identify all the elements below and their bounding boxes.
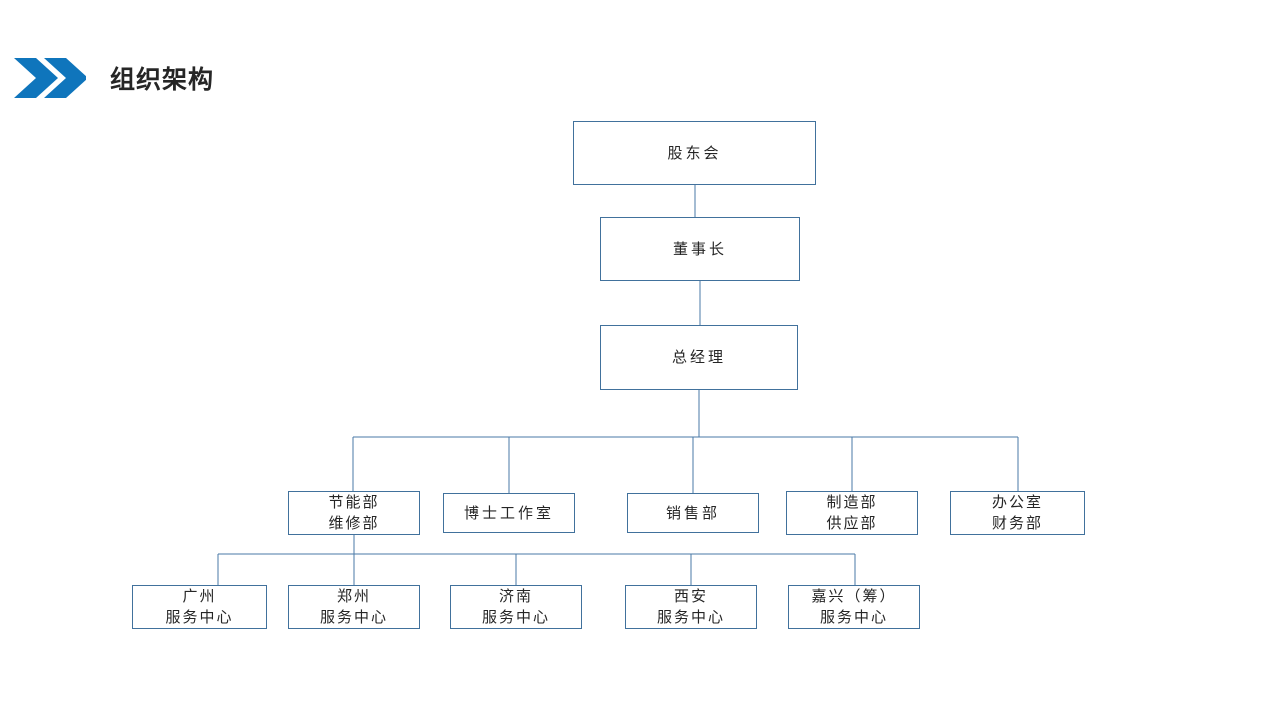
- node-service-center-zhengzhou[interactable]: 郑州 服务中心: [288, 585, 420, 629]
- node-label: 股东会: [667, 144, 722, 162]
- node-label-line1: 广州: [182, 588, 217, 605]
- node-label: 销售部: [665, 504, 720, 522]
- node-label-line2: 服务中心: [319, 609, 388, 626]
- node-label-line1: 办公室: [991, 494, 1043, 511]
- node-service-center-jiaxing[interactable]: 嘉兴（筹） 服务中心: [788, 585, 920, 629]
- node-label-line2: 财务部: [991, 515, 1043, 532]
- node-label-line1: 嘉兴（筹）: [811, 588, 897, 605]
- node-label: 董事长: [672, 240, 727, 258]
- page-title: 组织架构: [110, 66, 215, 94]
- node-service-center-guangzhou[interactable]: 广州 服务中心: [132, 585, 267, 629]
- node-energy-maintenance[interactable]: 节能部 维修部: [288, 491, 420, 535]
- double-chevron-right-icon: [14, 58, 86, 98]
- node-shareholders[interactable]: 股东会: [573, 121, 816, 185]
- node-service-center-jinan[interactable]: 济南 服务中心: [450, 585, 582, 629]
- node-general-manager[interactable]: 总经理: [600, 325, 798, 390]
- node-label-line1: 节能部: [328, 494, 380, 511]
- node-label: 博士工作室: [463, 504, 554, 522]
- node-label-line1: 西安: [673, 588, 708, 605]
- node-doctoral-studio[interactable]: 博士工作室: [443, 493, 575, 533]
- node-label: 总经理: [671, 349, 726, 366]
- node-label-line2: 维修部: [328, 515, 380, 532]
- node-label-line2: 服务中心: [165, 609, 234, 626]
- node-label-line2: 服务中心: [819, 609, 888, 626]
- node-sales-department[interactable]: 销售部: [627, 493, 759, 533]
- slide-header: 组织架构: [0, 0, 1280, 130]
- node-office-finance[interactable]: 办公室 财务部: [950, 491, 1085, 535]
- node-chairman[interactable]: 董事长: [600, 217, 800, 281]
- node-label-line2: 供应部: [826, 515, 878, 532]
- node-label-line2: 服务中心: [656, 609, 725, 626]
- node-label-line1: 制造部: [826, 494, 878, 511]
- node-label-line2: 服务中心: [481, 609, 550, 626]
- node-label-line1: 济南: [498, 588, 533, 605]
- node-service-center-xian[interactable]: 西安 服务中心: [625, 585, 757, 629]
- node-manufacturing-supply[interactable]: 制造部 供应部: [786, 491, 918, 535]
- node-label-line1: 郑州: [336, 588, 371, 605]
